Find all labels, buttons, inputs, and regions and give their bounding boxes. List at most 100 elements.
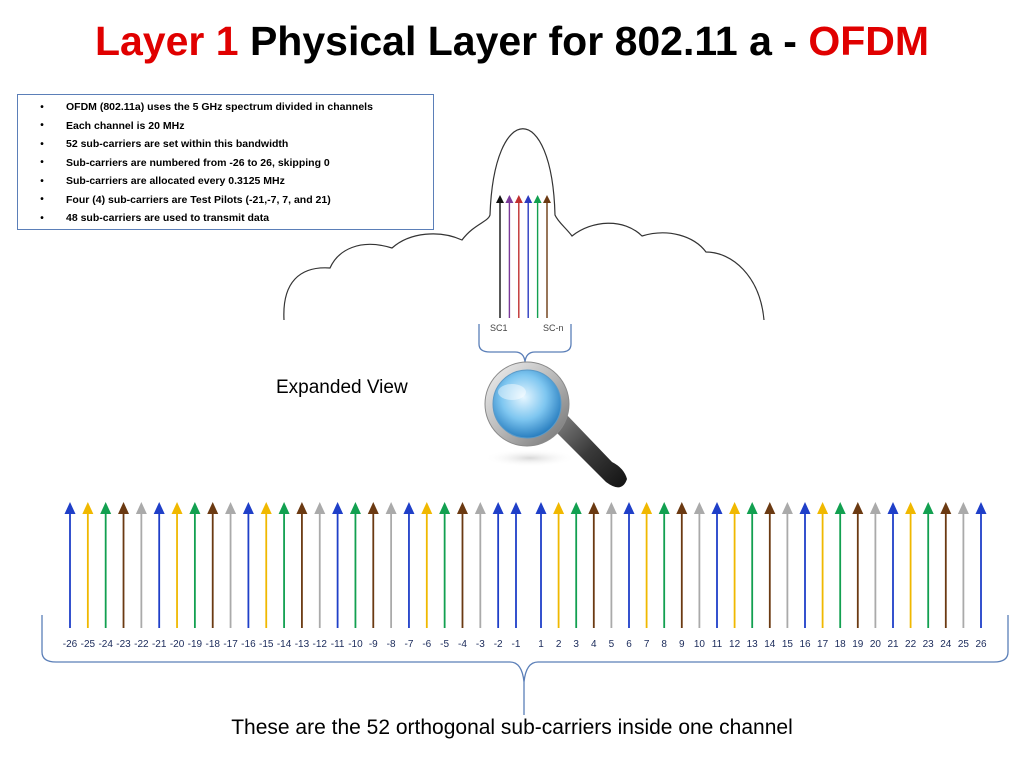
bullet-item: • Sub-carriers are numbered from -26 to 2… <box>18 154 433 173</box>
subcarrier-number: 5 <box>609 639 615 650</box>
subcarrier-arrow: -13 <box>295 502 310 650</box>
title-layer-text: Layer 1 <box>94 18 239 64</box>
subcarrier-arrow: -22 <box>134 502 149 650</box>
bullet-marker: • <box>40 157 44 169</box>
subcarrier-number: 1 <box>538 639 544 650</box>
curly-brace-icon <box>41 615 1009 715</box>
subcarrier-number: -25 <box>81 639 96 650</box>
bullet-marker: • <box>40 138 44 150</box>
subcarrier-number: -18 <box>205 639 220 650</box>
bullet-text: Four (4) sub-carriers are Test Pilots (-… <box>66 193 331 206</box>
subcarrier-arrow: -14 <box>277 502 292 650</box>
magnifying-glass-icon <box>484 361 627 488</box>
expanded-view-label: Expanded View <box>276 377 408 398</box>
bullet-item: •Four (4) sub-carriers are Test Pilots (… <box>18 191 433 210</box>
subcarrier-number: -14 <box>277 639 292 650</box>
subcarrier-arrow: -10 <box>348 502 363 650</box>
bullet-text: Sub-carriers are numbered from -26 to 26… <box>66 156 330 169</box>
subcarrier-number: -17 <box>223 639 238 650</box>
bullet-text: 52 sub-carriers are set within this band… <box>66 138 289 151</box>
subcarrier-number: 26 <box>975 639 987 650</box>
subcarrier-number: -13 <box>295 639 310 650</box>
subcarrier-arrow: 1 <box>535 502 547 650</box>
small-carrier-arrow <box>514 195 523 318</box>
subcarrier-arrow: -18 <box>205 502 220 650</box>
title-ofdm-text: OFDM <box>808 18 930 64</box>
subcarrier-number: 10 <box>694 639 706 650</box>
subcarrier-arrow: 13 <box>747 502 758 650</box>
subcarrier-number: 22 <box>905 639 917 650</box>
subcarrier-number: -20 <box>170 639 185 650</box>
bullet-text: Each channel is 20 MHz <box>66 119 185 132</box>
subcarrier-arrow: -5 <box>439 502 451 650</box>
small-carrier-arrow <box>524 195 533 318</box>
subcarrier-arrow: -20 <box>170 502 185 650</box>
subcarrier-arrow: 4 <box>588 502 600 650</box>
subcarrier-number: 20 <box>870 639 882 650</box>
bullet-item: • Each channel is 20 MHz <box>18 117 433 136</box>
subcarrier-arrow: -15 <box>259 502 274 650</box>
subcarrier-number: 4 <box>591 639 597 650</box>
subcarrier-number: -16 <box>241 639 256 650</box>
subcarrier-arrow: -17 <box>223 502 238 650</box>
subcarrier-arrow: 24 <box>940 502 952 650</box>
caption-text: These are the 52 orthogonal sub-carriers… <box>231 716 793 739</box>
small-carrier-group <box>496 195 551 318</box>
subcarrier-number: -5 <box>440 639 449 650</box>
subcarrier-number: -12 <box>313 639 328 650</box>
subcarrier-number: 16 <box>799 639 811 650</box>
subcarrier-arrow: -6 <box>421 502 433 650</box>
bullet-marker: • <box>40 120 44 132</box>
subcarrier-arrow: -4 <box>456 502 468 650</box>
subcarrier-arrow: -2 <box>492 502 504 650</box>
subcarrier-arrow: -8 <box>385 502 397 650</box>
subcarrier-arrow: 12 <box>729 502 741 650</box>
subcarrier-arrow: -9 <box>367 502 379 650</box>
bullet-marker: • <box>40 101 44 113</box>
bullet-list-box: • OFDM (802.11a) uses the 5 GHz spectrum … <box>17 94 434 230</box>
subcarrier-number: -3 <box>476 639 485 650</box>
bullet-text: OFDM (802.11a) uses the 5 GHz spectrum d… <box>66 101 373 114</box>
subcarrier-number: 25 <box>958 639 970 650</box>
subcarrier-number: 15 <box>782 639 794 650</box>
subcarrier-arrow: 20 <box>870 502 882 650</box>
subcarrier-number: 7 <box>644 639 650 650</box>
subcarrier-arrow: 8 <box>658 502 670 650</box>
subcarrier-arrow: 5 <box>605 502 617 650</box>
small-carrier-arrow <box>505 195 514 318</box>
subcarrier-arrow: 21 <box>887 502 899 650</box>
subcarrier-arrow: 7 <box>641 502 653 650</box>
subcarrier-number: -4 <box>458 639 467 650</box>
subcarrier-number: 2 <box>556 639 562 650</box>
bullet-item: • OFDM (802.11a) uses the 5 GHz spectrum … <box>18 98 433 117</box>
bullet-marker: • <box>40 212 44 224</box>
small-carrier-arrow <box>533 195 542 318</box>
subcarrier-number: 23 <box>923 639 935 650</box>
subcarrier-number: -9 <box>369 639 378 650</box>
subcarrier-arrow: -1 <box>510 502 522 650</box>
subcarrier-arrow: 9 <box>676 502 688 650</box>
bullet-text: Sub-carriers are allocated every 0.3125 … <box>66 175 285 188</box>
subcarrier-arrow: 25 <box>958 502 970 650</box>
subcarrier-number: -21 <box>152 639 167 650</box>
subcarrier-arrow: 11 <box>711 502 723 650</box>
subcarrier-number: 8 <box>661 639 667 650</box>
subcarrier-arrow: -12 <box>313 502 328 650</box>
subcarrier-arrow: -3 <box>474 502 486 650</box>
bullet-item: •48 sub-carriers are used to transmit da… <box>18 209 433 228</box>
subcarrier-arrow: 19 <box>852 502 864 650</box>
subcarrier-arrow: 23 <box>923 502 935 650</box>
subcarrier-number: 3 <box>573 639 579 650</box>
subcarrier-arrow: -11 <box>331 502 345 650</box>
subcarrier-number: 24 <box>940 639 952 650</box>
subcarrier-number: -19 <box>188 639 203 650</box>
subcarrier-number: -15 <box>259 639 274 650</box>
subcarrier-number: 12 <box>729 639 741 650</box>
subcarrier-arrow: -21 <box>152 502 167 650</box>
bullet-marker: • <box>40 175 44 187</box>
subcarrier-arrow: -16 <box>241 502 256 650</box>
spectrum-cloud-icon <box>283 128 765 321</box>
title-main-text: Physical Layer for 802.11 a - <box>238 18 809 64</box>
subcarrier-number: -7 <box>405 639 414 650</box>
